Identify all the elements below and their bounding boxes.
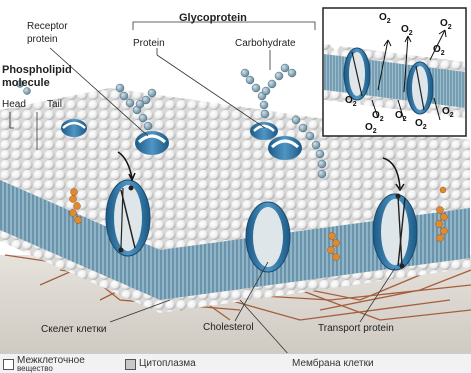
head-label: Head bbox=[2, 99, 26, 110]
receptor-protein-left bbox=[61, 119, 87, 137]
tail-label: Tail bbox=[47, 99, 62, 110]
oxygen-label-9: O2 bbox=[442, 106, 454, 119]
oxygen-label-3: O2 bbox=[440, 18, 452, 31]
oxygen-label-10: O2 bbox=[365, 122, 377, 135]
cytoplasm-legend-label: Цитоплазма bbox=[139, 359, 196, 369]
integral-protein-center bbox=[246, 202, 290, 272]
phospholipid-label-line2: molecule bbox=[2, 77, 50, 89]
glycoprotein-label: Glycoprotein bbox=[179, 12, 247, 24]
cytoplasm-swatch bbox=[125, 359, 136, 370]
transport-protein-label: Transport protein bbox=[318, 323, 394, 334]
oxygen-label-8: O2 bbox=[415, 118, 427, 131]
oxygen-label-2: O2 bbox=[401, 24, 413, 37]
oxygen-label-1: O2 bbox=[379, 12, 391, 25]
receptor-protein-center bbox=[135, 131, 169, 155]
legend-bar: Межклеточное вещество Цитоплазма Мембран… bbox=[0, 353, 471, 373]
protein-label: Protein bbox=[133, 38, 165, 49]
carbohydrate-label: Carbohydrate bbox=[235, 38, 296, 49]
extracellular-swatch bbox=[3, 359, 14, 370]
cell-membrane-label: Мембрана клетки bbox=[292, 359, 374, 369]
cholesterol-label: Cholesterol bbox=[203, 322, 254, 333]
cytoskeleton-label: Скелет клетки bbox=[41, 324, 106, 335]
receptor-protein-right bbox=[268, 136, 302, 160]
extracellular-legend-line2: вещество bbox=[17, 365, 53, 373]
receptor-label-line1: Receptor bbox=[27, 21, 68, 32]
phospholipid-label-line1: Phospholipid bbox=[2, 64, 72, 76]
oxygen-label-4: O2 bbox=[433, 44, 445, 57]
oxygen-label-5: O2 bbox=[345, 95, 357, 108]
receptor-label-line2: protein bbox=[27, 34, 58, 45]
oxygen-label-7: O2 bbox=[395, 110, 407, 123]
glycoprotein-protein bbox=[250, 122, 278, 140]
